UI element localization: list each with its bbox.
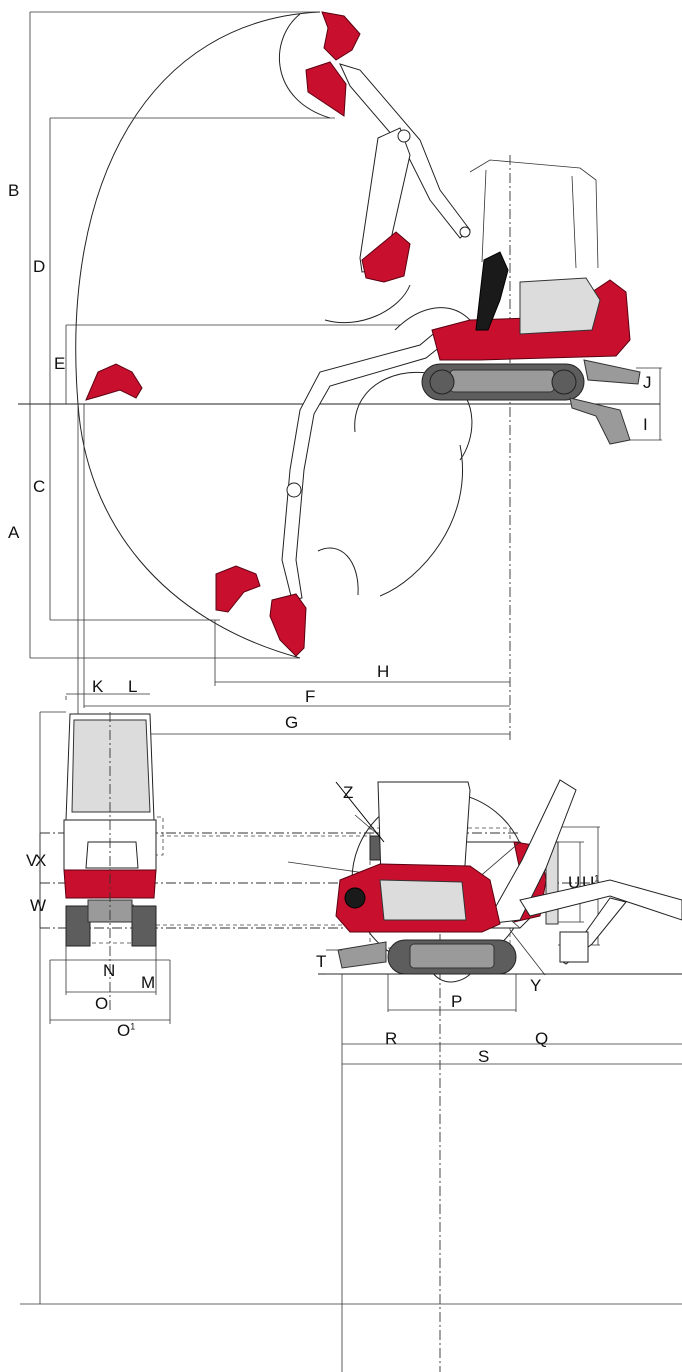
dim-label-v: V (26, 851, 38, 870)
dim-label-z: Z (343, 783, 354, 802)
dim-label-d: D (33, 257, 46, 276)
dim-label-f: F (305, 687, 316, 706)
dim-label-k: K (92, 677, 104, 696)
dim-label-m: M (141, 973, 156, 992)
dim-label-h: H (377, 662, 390, 681)
dim-label-p: P (451, 992, 463, 1011)
dim-label-c: C (33, 477, 46, 496)
dim-label-a: A (8, 523, 20, 542)
dim-label-w: W (30, 896, 47, 915)
dim-label-r: R (385, 1029, 398, 1048)
dim-label-l: L (128, 677, 138, 696)
dim-label-t: T (316, 952, 327, 971)
dim-label-u: U (568, 873, 581, 892)
dim-label-q: Q (535, 1029, 549, 1048)
dim-label-n: N (103, 961, 116, 980)
dim-label-o1: O1 (117, 1021, 136, 1040)
side-view-working-range (18, 11, 662, 740)
dim-label-o: O (95, 994, 109, 1013)
dim-label-b: B (8, 181, 20, 200)
dim-label-y: Y (530, 976, 542, 995)
dim-label-s: S (478, 1047, 490, 1066)
transport-side-view (318, 779, 682, 1372)
dim-label-i: I (643, 415, 648, 434)
dim-label-j: J (643, 373, 652, 392)
dim-label-g: G (285, 713, 299, 732)
dim-label-e: E (54, 354, 66, 373)
dim-label-x: X (35, 851, 47, 870)
front-view (20, 693, 682, 1305)
